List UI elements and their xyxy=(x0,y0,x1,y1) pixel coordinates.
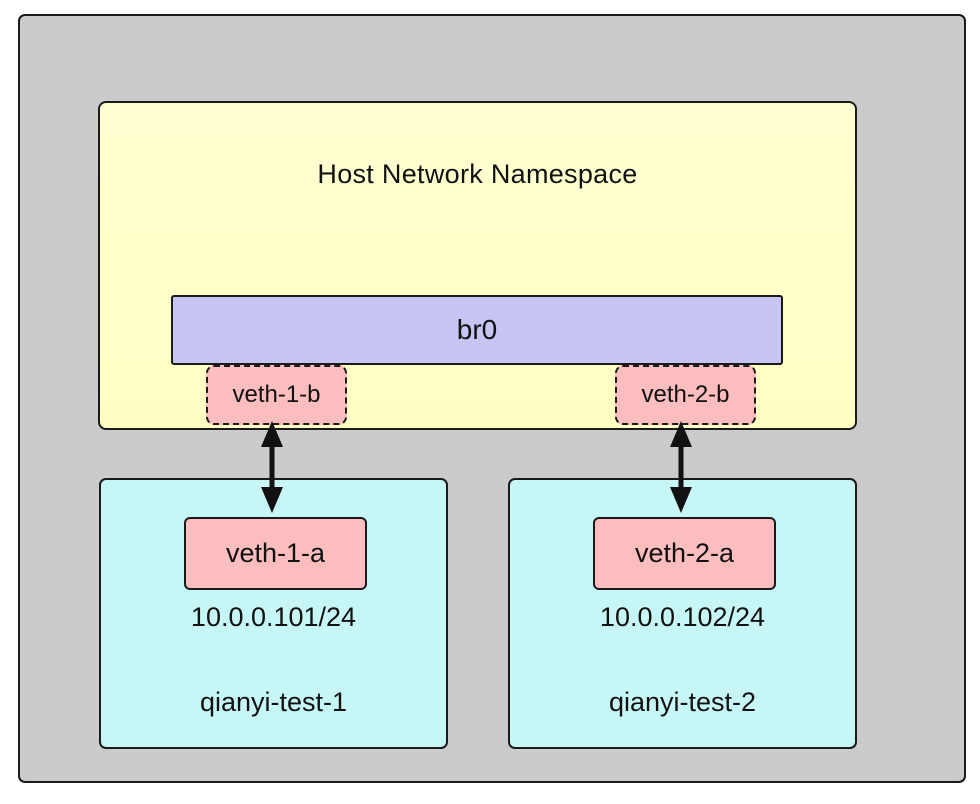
namespace-2-name: qianyi-test-2 xyxy=(608,687,757,717)
veth-1-a-interface-box: veth-1-a xyxy=(184,517,367,590)
veth-1-b-label: veth-1-b xyxy=(232,381,321,408)
bridge-br0-box: br0 xyxy=(171,295,783,365)
veth-2-a-label: veth-2-a xyxy=(634,538,735,568)
host-network-namespace-box: Host Network Namespace br0 veth-1-b veth… xyxy=(98,101,857,430)
namespace-1-name: qianyi-test-1 xyxy=(199,687,348,717)
outer-host-frame: Host Network Namespace br0 veth-1-b veth… xyxy=(18,14,966,783)
namespace-card-qianyi-test-2: veth-2-a 10.0.0.102/24 qianyi-test-2 xyxy=(508,478,857,749)
namespace-1-ip-address: 10.0.0.101/24 xyxy=(190,602,357,632)
veth-2-b-label: veth-2-b xyxy=(641,381,730,408)
veth-1-a-label: veth-1-a xyxy=(225,538,326,568)
veth-2-b-port-box: veth-2-b xyxy=(615,365,756,425)
veth-2-a-interface-box: veth-2-a xyxy=(593,517,776,590)
veth-1-b-port-box: veth-1-b xyxy=(206,365,347,425)
namespace-card-qianyi-test-1: veth-1-a 10.0.0.101/24 qianyi-test-1 xyxy=(99,478,448,749)
host-namespace-title: Host Network Namespace xyxy=(317,159,638,189)
bridge-label: br0 xyxy=(456,314,498,345)
namespace-2-ip-address: 10.0.0.102/24 xyxy=(599,602,766,632)
